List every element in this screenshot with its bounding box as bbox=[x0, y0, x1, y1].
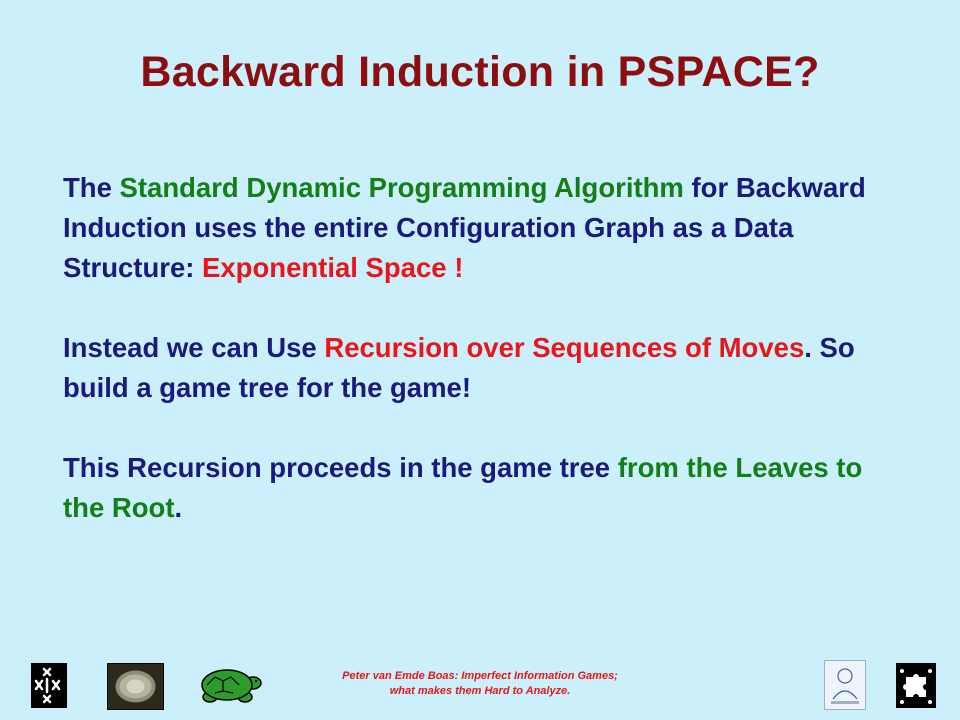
portrait-icon bbox=[824, 660, 866, 710]
paragraph-dynamic-programming: The Standard Dynamic Programming Algorit… bbox=[63, 168, 903, 288]
puzzle-icon bbox=[896, 663, 936, 708]
paragraph-leaves-to-root: This Recursion proceeds in the game tree… bbox=[63, 448, 903, 528]
text-run: This Recursion proceeds in the game tree bbox=[63, 452, 618, 483]
text-run: for Backward Induction uses the entire C… bbox=[63, 172, 866, 283]
turtle-icon bbox=[195, 663, 263, 707]
text-run-green: from the Leaves to the Root bbox=[63, 452, 863, 523]
text-run-red: Exponential Space ! bbox=[202, 252, 464, 283]
university-logo-icon bbox=[31, 663, 67, 708]
footer-line-2: what makes them Hard to Analyze. bbox=[389, 685, 571, 697]
footer-caption: Peter van Emde Boas: Imperfect Informati… bbox=[300, 669, 660, 699]
slide-title: Backward Induction in PSPACE? bbox=[140, 48, 820, 96]
text-run: The bbox=[63, 172, 120, 203]
slide-body: The Standard Dynamic Programming Algorit… bbox=[63, 168, 903, 568]
text-run: Instead we can Use bbox=[63, 332, 325, 363]
paragraph-recursion: Instead we can Use Recursion over Sequen… bbox=[63, 328, 903, 408]
footer-line-1: Peter van Emde Boas: Imperfect Informati… bbox=[342, 670, 618, 682]
text-run-red: Recursion over Sequences of Moves bbox=[324, 332, 805, 363]
coin-icon bbox=[107, 663, 164, 710]
text-run-green: Standard Dynamic Programming Algorithm bbox=[119, 172, 684, 203]
text-run: . bbox=[174, 492, 183, 523]
text-run: . So build a game tree for the game! bbox=[63, 332, 855, 403]
